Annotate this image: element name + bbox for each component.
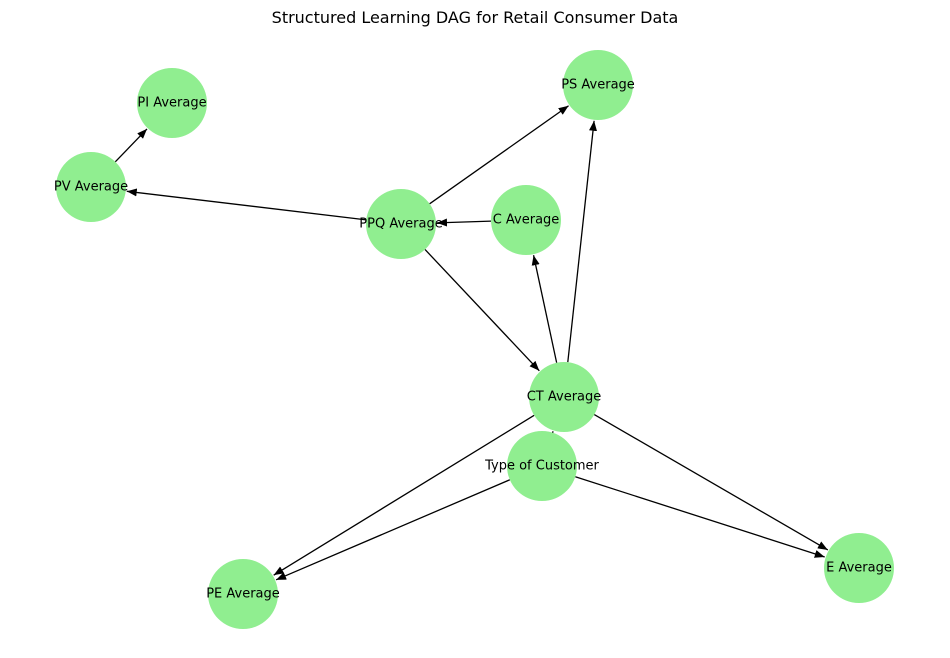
node-label-ps: PS Average (561, 78, 635, 93)
node-label-e: E Average (826, 561, 892, 576)
diagram-title: Structured Learning DAG for Retail Consu… (271, 8, 679, 27)
node-circle-ps[interactable] (563, 50, 633, 120)
edge-c-to-ppq (436, 218, 492, 227)
node-circle-pv[interactable] (56, 152, 126, 222)
node-circle-pi[interactable] (137, 68, 207, 138)
node-label-ppq: PPQ Average (359, 217, 442, 232)
node-label-ct: CT Average (527, 390, 602, 405)
node-label-c: C Average (493, 213, 560, 228)
node-label-pi: PI Average (137, 96, 206, 111)
edge-toc-to-pe (275, 479, 511, 581)
edge-ct-to-e (593, 413, 829, 551)
edge-ppq-to-ps (429, 105, 569, 205)
edge-ct-to-c (531, 255, 558, 363)
edge-ct-to-ps (567, 120, 597, 363)
node-pv[interactable]: PV Average (54, 152, 128, 222)
node-circle-toc[interactable] (507, 431, 577, 501)
node-toc[interactable]: Type of Customer (484, 431, 600, 501)
node-circle-pe[interactable] (208, 559, 278, 629)
node-label-pv: PV Average (54, 180, 128, 195)
node-circle-ct[interactable] (529, 362, 599, 432)
node-pe[interactable]: PE Average (206, 559, 280, 629)
edge-toc-to-e (575, 476, 825, 558)
node-ct[interactable]: CT Average (527, 362, 602, 432)
node-label-pe: PE Average (206, 587, 280, 602)
edge-ct-to-pe (273, 414, 535, 576)
edge-pv-to-pi (114, 128, 148, 163)
node-circle-ppq[interactable] (366, 189, 436, 259)
edge-ppq-to-pv (126, 188, 367, 221)
edge-ppq-to-ct (424, 249, 540, 372)
edges-layer (114, 105, 829, 581)
node-c[interactable]: C Average (491, 185, 561, 255)
node-label-toc: Type of Customer (484, 459, 599, 474)
node-circle-e[interactable] (824, 533, 894, 603)
node-circle-c[interactable] (491, 185, 561, 255)
node-pi[interactable]: PI Average (137, 68, 207, 138)
node-ps[interactable]: PS Average (561, 50, 635, 120)
node-e[interactable]: E Average (824, 533, 894, 603)
node-ppq[interactable]: PPQ Average (359, 189, 443, 259)
